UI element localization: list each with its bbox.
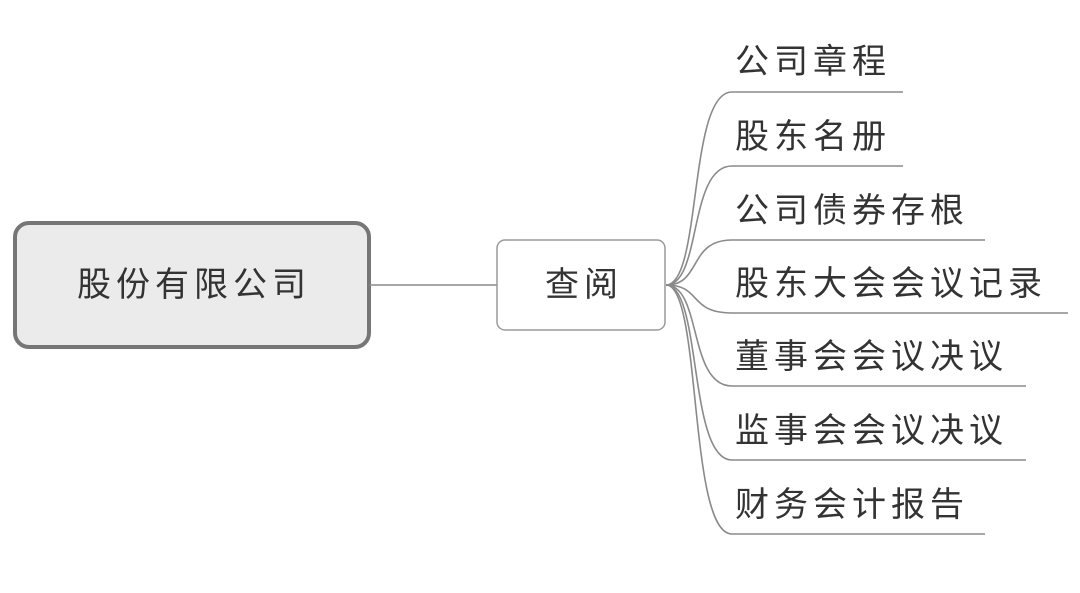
branch-connector — [665, 284, 1026, 387]
branch-connector — [665, 165, 903, 286]
branch-label: 公司债券存根 — [735, 191, 969, 231]
branch-connector — [665, 284, 1026, 461]
root-node-label: 股份有限公司 — [77, 265, 311, 305]
branch-connector — [665, 284, 1068, 314]
hub-node: 查阅 — [496, 239, 666, 331]
hub-node-label: 查阅 — [545, 265, 623, 305]
branch-connector — [665, 91, 903, 286]
branch-label: 监事会会议决议 — [735, 411, 1008, 451]
branch-label: 股东名册 — [735, 117, 891, 157]
branch-connector — [665, 284, 985, 535]
branch-label: 股东大会会议记录 — [735, 264, 1047, 304]
root-node: 股份有限公司 — [13, 221, 371, 349]
branch-connector — [665, 239, 985, 286]
hub-node-box — [496, 239, 666, 331]
branch-label: 公司章程 — [735, 42, 891, 82]
branch-label: 董事会会议决议 — [735, 337, 1008, 377]
branch-label: 财务会计报告 — [735, 485, 969, 525]
